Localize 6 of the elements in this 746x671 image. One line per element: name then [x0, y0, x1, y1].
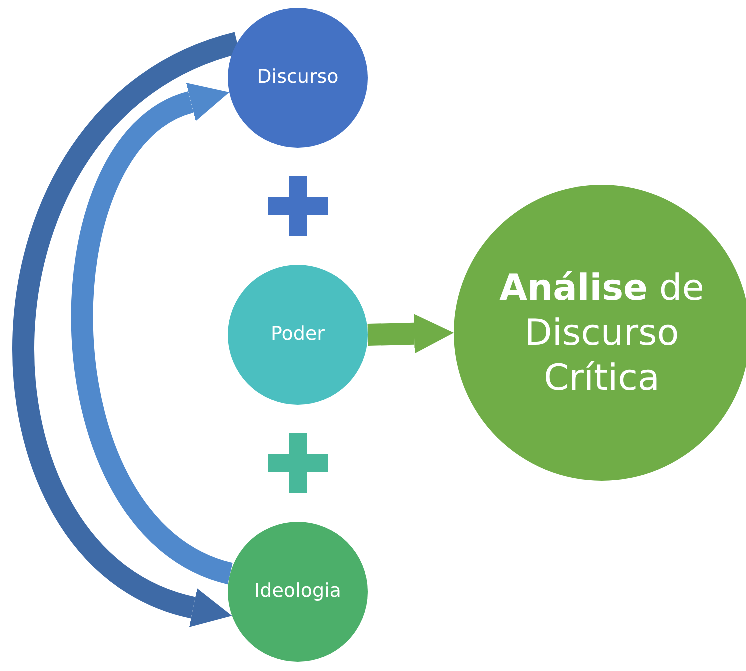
node-label: Discurso [257, 66, 339, 90]
curved-arrow [72, 84, 235, 584]
node-label: Análise de Discurso Crítica [498, 266, 706, 400]
node-label: Poder [271, 323, 325, 347]
node-label: Ideologia [254, 580, 342, 604]
arrow [368, 314, 454, 354]
